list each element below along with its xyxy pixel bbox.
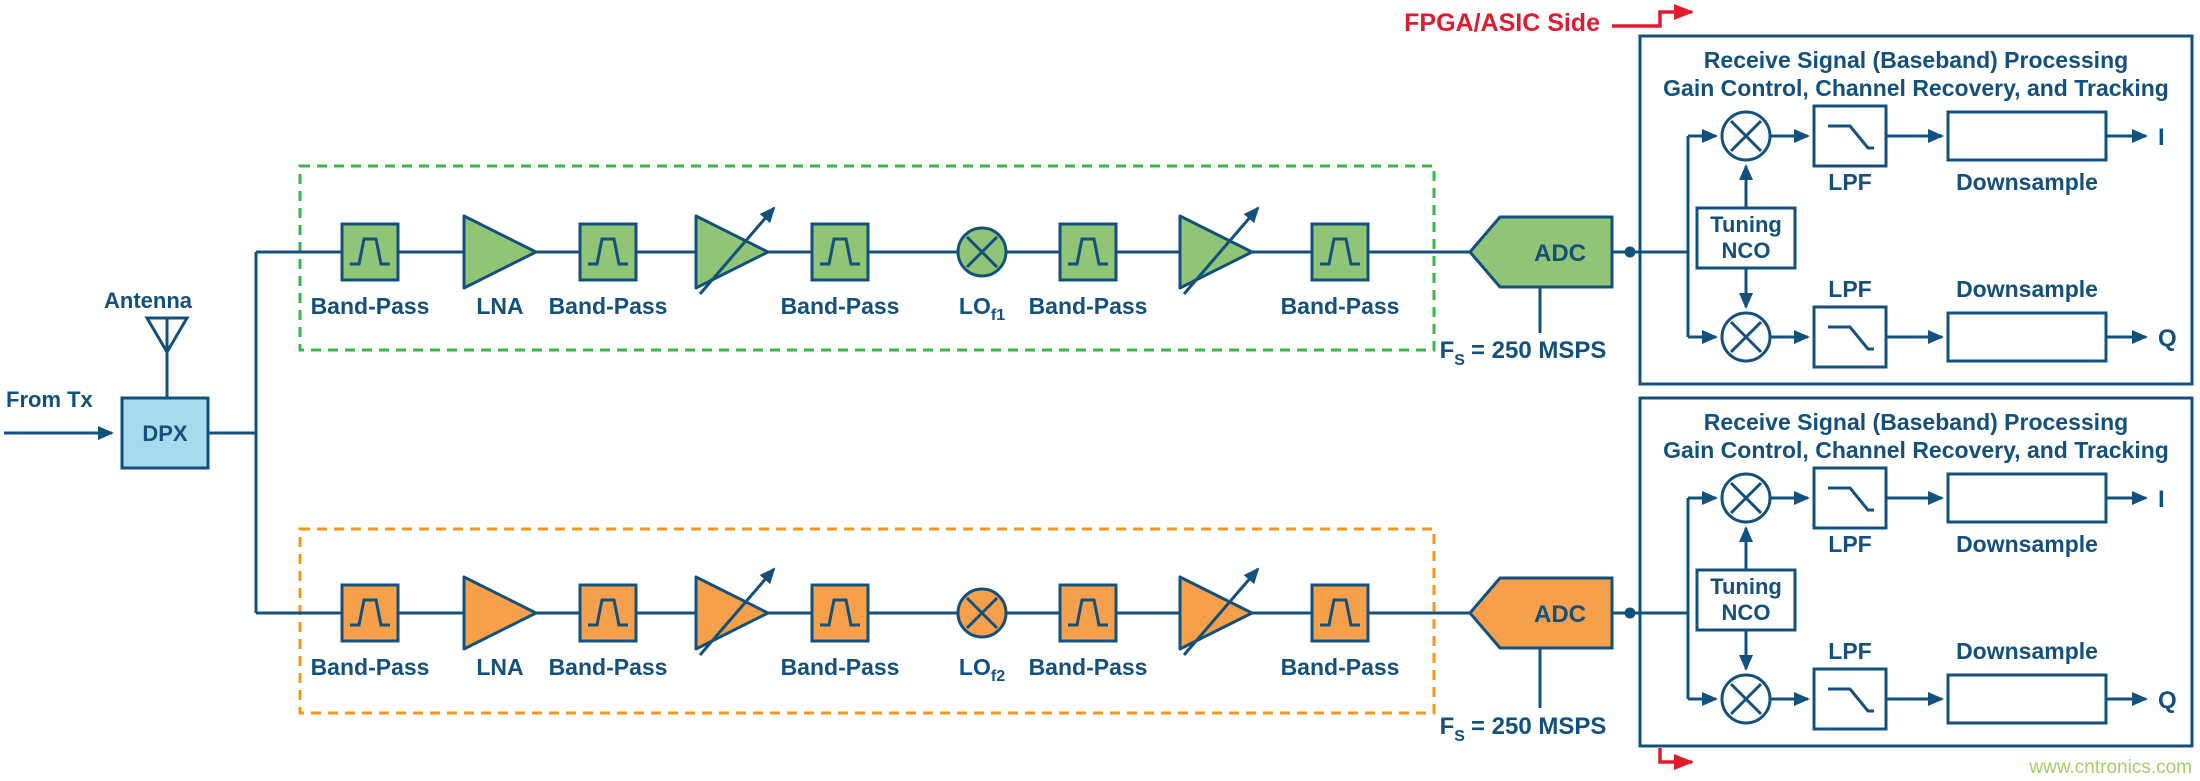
band-pass-label: Band-Pass — [781, 654, 900, 680]
rf-chain-bottom-dashed-border — [298, 527, 1436, 715]
band-pass-label: Band-Pass — [549, 293, 668, 319]
band-pass-label: Band-Pass — [1281, 293, 1400, 319]
nco-label-line1: Tuning — [1710, 574, 1782, 599]
downsample-label-i: Downsample — [1956, 169, 2098, 195]
nco-label-line1: Tuning — [1710, 212, 1782, 237]
dpx-block — [120, 396, 210, 470]
fpga-side-annotation: FPGA/ASIC Side — [1404, 4, 1694, 770]
mixer-i-icon — [1720, 472, 1772, 524]
mixer-q-icon — [1720, 311, 1772, 363]
dsp-title-line1: Receive Signal (Baseband) Processing — [1704, 409, 2128, 435]
band-pass-label: Band-Pass — [1029, 293, 1148, 319]
lna-amplifier-top — [462, 214, 538, 290]
dpx-label: DPX — [142, 421, 188, 446]
lpf-block-q — [1812, 305, 1888, 369]
band-pass-label: Band-Pass — [549, 654, 668, 680]
nco-label-line2: NCO — [1722, 600, 1771, 625]
downsample-block-q — [1946, 311, 2108, 363]
mixer-i-icon — [1720, 110, 1772, 162]
dsp-block-top: Receive Signal (Baseband) Processing Gai… — [1638, 34, 2194, 386]
band-pass-filter-3-bottom — [810, 583, 870, 643]
band-pass-filter-2-top — [578, 222, 638, 282]
band-pass-filter-5-top — [1310, 222, 1370, 282]
band-pass-filter-1-top — [340, 222, 400, 282]
downsample-label-q: Downsample — [1956, 276, 2098, 302]
nco-label-line2: NCO — [1722, 238, 1771, 263]
lna-amplifier-bottom — [462, 575, 538, 651]
band-pass-label: Band-Pass — [1029, 654, 1148, 680]
dsp-title-line1: Receive Signal (Baseband) Processing — [1704, 47, 2128, 73]
band-pass-filter-4-bottom — [1058, 583, 1118, 643]
lpf-block-i — [1812, 466, 1888, 530]
watermark: www.cntronics.com — [2028, 757, 2192, 778]
source-section: From Tx Antenna DPX — [4, 252, 258, 613]
mixer-q-icon — [1720, 673, 1772, 725]
mixer-lo2-icon — [956, 587, 1008, 639]
adc-label: ADC — [1534, 240, 1586, 267]
output-q-label: Q — [2158, 325, 2177, 352]
antenna-label: Antenna — [104, 288, 193, 313]
band-pass-filter-2-bottom — [578, 583, 638, 643]
band-pass-filter-3-top — [810, 222, 870, 282]
lpf-block-q — [1812, 667, 1888, 731]
band-pass-filter-5-bottom — [1310, 583, 1370, 643]
output-i-label: I — [2158, 486, 2165, 513]
vga-gain-arrow-icon — [1182, 567, 1260, 656]
mixer-lo1-icon — [956, 226, 1008, 278]
dsp-block-bottom: Receive Signal (Baseband) Processing Gai… — [1638, 396, 2194, 748]
dsp-title-line2: Gain Control, Channel Recovery, and Trac… — [1663, 437, 2169, 463]
dsp-title-line2: Gain Control, Channel Recovery, and Trac… — [1663, 75, 2169, 101]
lna-label: LNA — [476, 654, 523, 680]
dsp-block-bottom-border — [1638, 396, 2194, 748]
lpf-label-i: LPF — [1828, 169, 1871, 195]
lo2-label: LOf2 — [959, 654, 1005, 685]
sample-rate-label: FS= 250 MSPS — [1440, 713, 1607, 745]
fpga-side-top-arrow — [1612, 4, 1694, 28]
downsample-block-i — [1946, 110, 2108, 162]
output-i-label: I — [2158, 124, 2165, 151]
output-q-label: Q — [2158, 687, 2177, 714]
downsample-block-q — [1946, 673, 2108, 725]
lo1-label: LOf1 — [959, 293, 1005, 324]
junction-dot — [1624, 246, 1636, 258]
fpga-side-label: FPGA/ASIC Side — [1404, 9, 1600, 37]
lpf-label-q: LPF — [1828, 638, 1871, 664]
vga-gain-arrow-icon — [698, 206, 776, 295]
dsp-block-top-border — [1638, 34, 2194, 386]
lpf-label-i: LPF — [1828, 531, 1871, 557]
rf-chain-top-dashed-border — [298, 164, 1436, 352]
downsample-block-i — [1946, 472, 2108, 524]
band-pass-label: Band-Pass — [781, 293, 900, 319]
junction-dot — [1624, 607, 1636, 619]
tuning-nco-block — [1695, 568, 1797, 632]
fpga-side-bottom-arrow — [1658, 748, 1694, 770]
vga-gain-arrow-icon — [698, 567, 776, 656]
band-pass-label: Band-Pass — [1281, 654, 1400, 680]
band-pass-label: Band-Pass — [311, 654, 430, 680]
rf-chain-bottom: Band-Pass LNA Band-Pass Band-Pass LOf2 B… — [256, 527, 1688, 745]
band-pass-label: Band-Pass — [311, 293, 430, 319]
adc-label: ADC — [1534, 601, 1586, 628]
sample-rate-label: FS= 250 MSPS — [1440, 337, 1607, 369]
lna-label: LNA — [476, 293, 523, 319]
band-pass-filter-4-top — [1058, 222, 1118, 282]
downsample-label-q: Downsample — [1956, 638, 2098, 664]
from-tx-label: From Tx — [6, 387, 94, 412]
rf-chain-top: Band-Pass LNA Band-Pass Band-Pass LOf1 B… — [256, 164, 1688, 369]
downsample-label-i: Downsample — [1956, 531, 2098, 557]
vga-gain-arrow-icon — [1182, 206, 1260, 295]
tuning-nco-block — [1695, 206, 1797, 270]
lpf-block-i — [1812, 104, 1888, 168]
lpf-label-q: LPF — [1828, 276, 1871, 302]
band-pass-filter-1-bottom — [340, 583, 400, 643]
